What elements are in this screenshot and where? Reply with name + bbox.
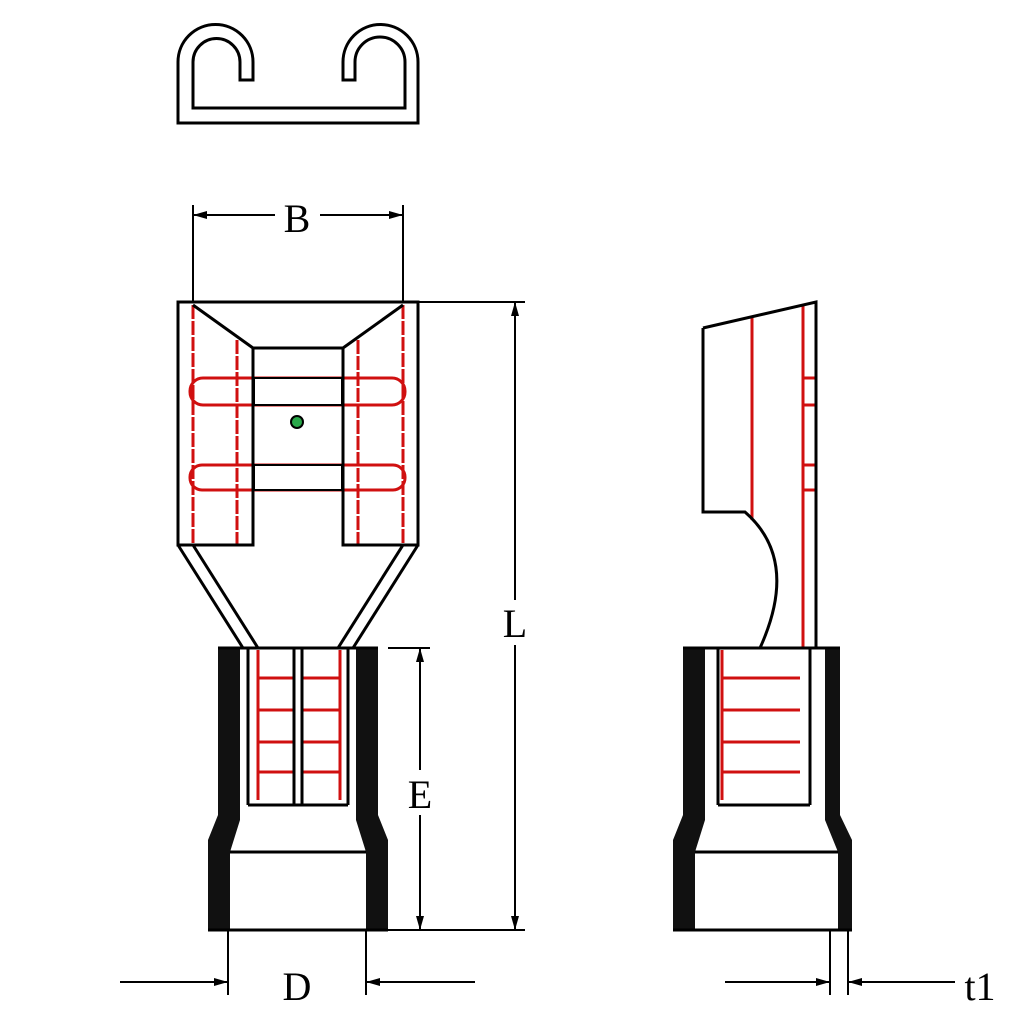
dimension-l: L	[388, 301, 530, 931]
dimension-label-e: E	[408, 772, 432, 817]
top-view	[176, 23, 420, 125]
marker-dot	[290, 415, 304, 429]
insulation-sleeve-front	[208, 646, 388, 932]
dimension-t1: t1	[725, 930, 996, 1009]
dimension-label-b: B	[284, 196, 311, 241]
dimension-label-l: L	[503, 601, 527, 646]
front-view	[176, 300, 420, 932]
dimension-e: E	[388, 647, 436, 930]
insulation-sleeve-side	[673, 646, 852, 932]
dimension-b: B	[192, 196, 404, 302]
dimension-label-t1: t1	[964, 964, 995, 1009]
dimension-label-d: D	[283, 964, 312, 1009]
dimension-d: D	[120, 930, 475, 1009]
side-view	[673, 300, 852, 932]
